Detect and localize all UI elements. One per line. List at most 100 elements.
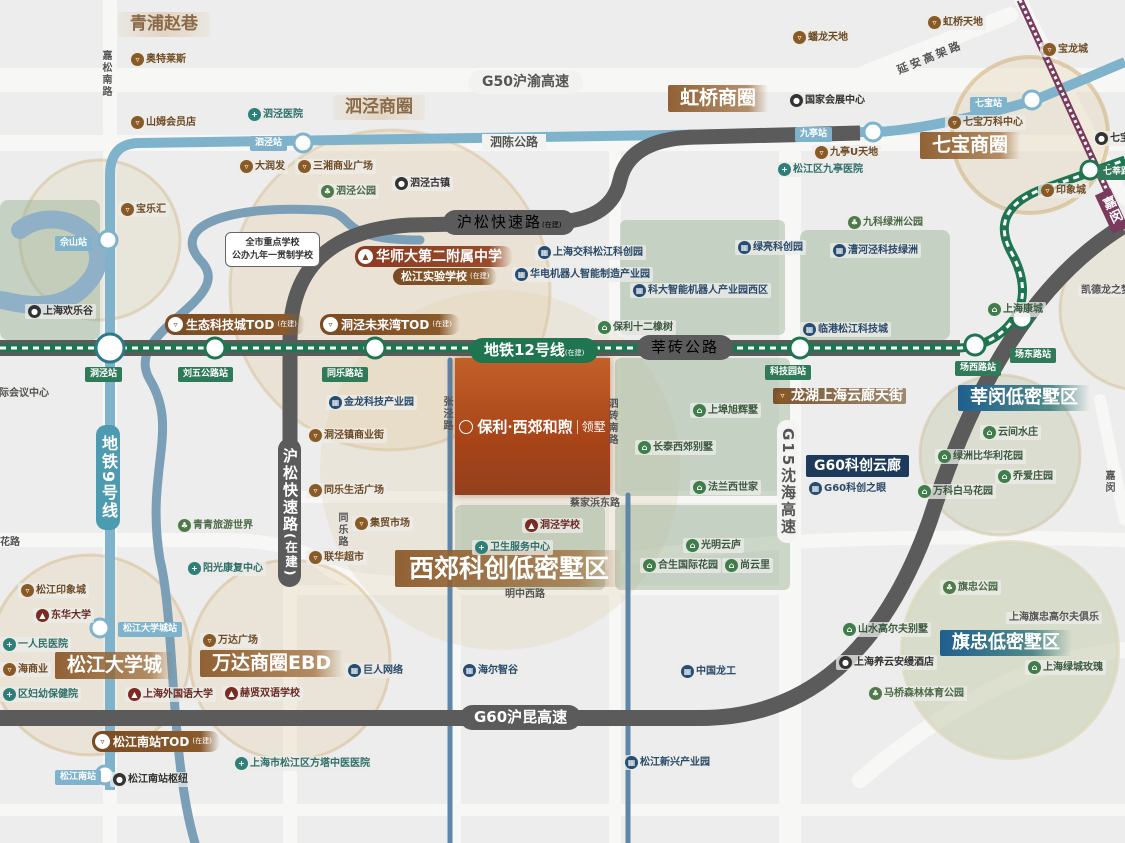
poi-hospital[interactable]: +一人民医院 — [0, 637, 71, 652]
poi-home[interactable]: ⌂乔爱庄园 — [995, 469, 1056, 484]
poi-shop[interactable]: ▿印象城 — [1038, 183, 1089, 198]
poi-shop[interactable]: ▿七宝万科中心 — [945, 115, 1026, 130]
district-label[interactable]: 松江大学城 — [55, 652, 175, 679]
poi-office[interactable]: ▦绿亮科创园 — [735, 240, 806, 255]
metro-station-12[interactable]: 场东路站 — [1010, 348, 1057, 363]
poi-pin[interactable]: ●泗泾古镇 — [392, 176, 453, 191]
poi-shop[interactable]: ▿龙湖上海云廊天街 — [773, 388, 906, 404]
metro-station-12[interactable]: 七莘路 — [1098, 165, 1125, 180]
tod-label[interactable]: ▿松江南站TOD(在建) — [92, 731, 220, 752]
poi-none[interactable]: 凯德龙之梦 — [1078, 285, 1125, 297]
poi-shop[interactable]: ▿山姆会员店 — [128, 115, 199, 130]
poi-office[interactable]: ▦漕河泾科技绿洲 — [830, 243, 921, 258]
poi-home[interactable]: ⌂上埠旭辉墅 — [690, 403, 761, 418]
poi-home[interactable]: ⌂法兰西世家 — [690, 480, 761, 495]
metro-station-9[interactable]: 松江南站 — [55, 770, 102, 785]
poi-park[interactable]: ♣九科绿洲公园 — [845, 215, 926, 230]
poi-pin[interactable]: ●国家会展中心 — [787, 93, 868, 108]
poi-hospital[interactable]: +区妇幼保健院 — [0, 687, 81, 702]
tod-label[interactable]: ▿洞泾未来湾TOD(在建) — [320, 314, 460, 335]
metro-station-icon[interactable] — [1021, 89, 1043, 111]
metro-station-12[interactable]: 同乐路站 — [322, 367, 369, 382]
poi-park[interactable]: ♣青青旅游世界 — [175, 518, 256, 533]
tod-label[interactable]: 松江实验学校(在建) — [393, 268, 498, 285]
poi-office[interactable]: ▦科大智能机器人产业园西区 — [630, 283, 771, 298]
poi-shop[interactable]: ▿洞泾镇商业街 — [306, 428, 387, 443]
poi-school[interactable]: ▲赫贤双语学校 — [222, 686, 303, 701]
poi-pin[interactable]: ●七宝 — [1092, 131, 1125, 146]
metro-station-12[interactable]: 刘五公路站 — [178, 367, 234, 382]
poi-office[interactable]: ▦巨人网络 — [345, 663, 406, 678]
metro-station-9[interactable]: 七宝站 — [970, 97, 1008, 112]
metro-station-icon[interactable] — [1079, 159, 1101, 181]
metro-station-icon[interactable] — [788, 336, 812, 360]
metro-station-icon[interactable] — [292, 132, 314, 154]
poi-school[interactable]: ▲东华大学 — [33, 608, 94, 623]
poi-office[interactable]: ▦华电机器人智能制造产业园 — [512, 267, 653, 282]
poi-home[interactable]: ⌂长泰西郊别墅 — [635, 440, 716, 455]
metro-station-12[interactable]: 科技园站 — [765, 365, 812, 380]
poi-home[interactable]: ⌂上海绿城玫瑰 — [1025, 660, 1106, 675]
poi-none[interactable]: 上海旗忠高尔夫俱乐 — [1006, 612, 1102, 624]
poi-shop[interactable]: ▿联华超市 — [306, 550, 367, 565]
poi-shop[interactable]: ▿虹桥天地 — [925, 15, 986, 30]
poi-home[interactable]: ⌂绿洲比华利花园 — [935, 449, 1026, 464]
poi-shop[interactable]: ▿同乐生活广场 — [306, 483, 387, 498]
metro-station-9[interactable]: 松江大学城站 — [118, 622, 183, 637]
poi-shop[interactable]: ▿松江印象城 — [18, 583, 89, 598]
poi-hospital[interactable]: +泗泾医院 — [245, 107, 306, 122]
metro-station-icon[interactable] — [963, 333, 987, 357]
metro-station-icon[interactable] — [97, 229, 119, 251]
metro-station-icon[interactable] — [862, 121, 884, 143]
poi-shop[interactable]: ▿万达广场 — [200, 633, 261, 648]
metro-station-12[interactable]: 场西路站 — [955, 361, 1002, 376]
poi-pin[interactable]: ●松江南站枢纽 — [110, 772, 191, 787]
poi-shop[interactable]: ▿三湘商业广场 — [295, 159, 376, 174]
poi-shop[interactable]: ▿蟠龙天地 — [790, 30, 851, 45]
metro-station-icon[interactable] — [203, 336, 227, 360]
poi-office[interactable]: ▦临港松江科技城 — [800, 322, 891, 337]
district-label[interactable]: 青浦赵巷 — [118, 12, 210, 37]
poi-home[interactable]: ⌂万科白马花园 — [915, 484, 996, 499]
poi-pin[interactable]: ●上海养云安缦酒店 — [836, 655, 937, 670]
metro-station-icon[interactable] — [363, 336, 387, 360]
tod-label[interactable]: ▲华师大第二附属中学 — [355, 246, 513, 267]
poi-shop[interactable]: ▿大润发 — [237, 159, 288, 174]
district-label[interactable]: G60科创云廊 — [806, 455, 909, 477]
district-label[interactable]: 旗忠低密墅区 — [940, 630, 1072, 656]
poi-shop[interactable]: ▿九亭U天地 — [812, 145, 882, 160]
metro-station-icon[interactable] — [89, 617, 111, 639]
poi-shop[interactable]: ▿宝乐汇 — [118, 202, 169, 217]
poi-shop[interactable]: ▿宝龙城 — [1040, 42, 1091, 57]
district-label[interactable]: 泗泾商圈 — [333, 95, 425, 120]
poi-shop[interactable]: ▿奥特莱斯 — [128, 52, 189, 67]
poi-home[interactable]: ⌂光明云庐 — [683, 538, 744, 553]
poi-home[interactable]: ⌂保利十二橡树 — [595, 320, 676, 335]
poi-hospital[interactable]: +阳光康复中心 — [185, 561, 266, 576]
poi-school[interactable]: ▲上海外国语大学 — [125, 687, 216, 702]
poi-shop[interactable]: ▿集贸市场 — [352, 516, 413, 531]
poi-home[interactable]: ⌂云间水庄 — [980, 425, 1041, 440]
poi-park[interactable]: ♣旗忠公园 — [940, 580, 1001, 595]
district-label[interactable]: 莘闵低密墅区 — [958, 385, 1090, 411]
metro-station-12[interactable]: 洞泾站 — [85, 367, 123, 382]
metro-station-9[interactable]: 九亭站 — [795, 127, 833, 142]
project-label[interactable]: 保利·西郊和煦 领墅 — [455, 358, 610, 495]
poi-none[interactable]: 际会议中心 — [0, 388, 52, 400]
poi-office[interactable]: ▦松江新兴产业园 — [622, 755, 713, 770]
district-label[interactable]: 七宝商圈 — [920, 132, 1021, 159]
poi-hospital[interactable]: +卫生服务中心 — [472, 540, 553, 555]
poi-office[interactable]: ▦上海交科松江科创园 — [535, 245, 646, 260]
poi-school[interactable]: ▲洞泾学校 — [522, 518, 583, 533]
poi-office[interactable]: ▦海尔智谷 — [460, 663, 521, 678]
poi-office[interactable]: ▦G60科创之眼 — [806, 481, 890, 496]
tod-label[interactable]: ▿生态科技城TOD(在建) — [165, 314, 305, 335]
poi-home[interactable]: ⌂合生国际花园 — [640, 558, 721, 573]
poi-shop[interactable]: ▿海商业 — [0, 662, 51, 677]
metro-station-9[interactable]: 佘山站 — [55, 236, 93, 251]
district-label[interactable]: 万达商圈EBD — [200, 650, 344, 677]
poi-park[interactable]: ♣马桥森林体育公园 — [866, 686, 967, 701]
poi-office[interactable]: ▦金龙科技产业园 — [326, 395, 417, 410]
district-label[interactable]: 虹桥商圈 — [668, 85, 769, 112]
